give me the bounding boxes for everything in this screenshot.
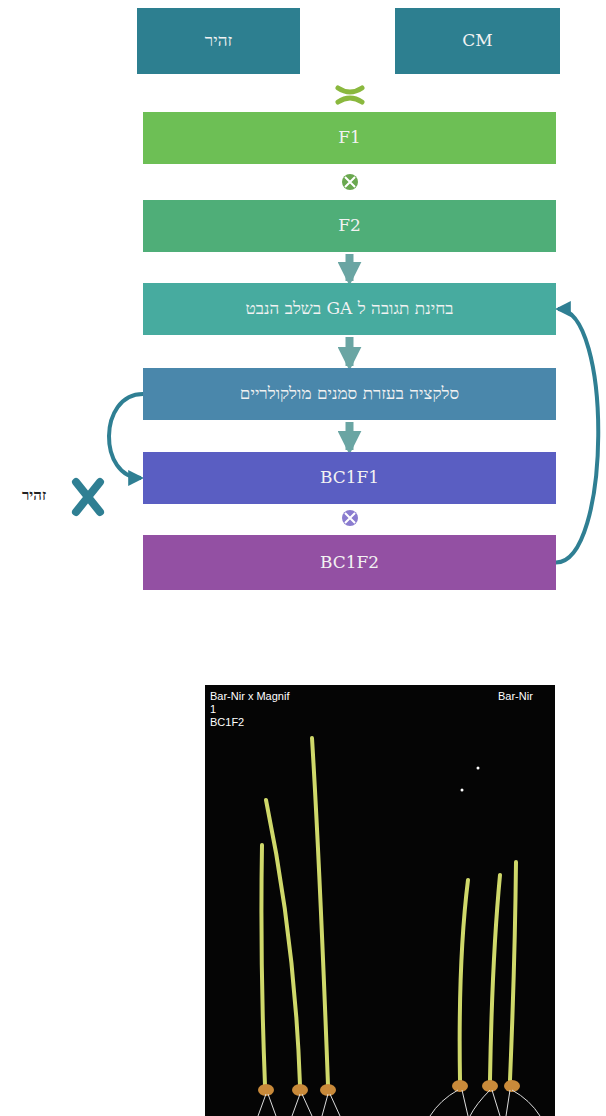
photo-label: Bar-Nir — [498, 690, 533, 702]
parent-box: CM — [395, 8, 560, 74]
generation-box: F1 — [143, 112, 556, 164]
box-text: F1 — [338, 127, 361, 148]
box-text: סלקציה בעזרת סמנים מולקולריים — [240, 383, 459, 404]
box-text: בחינת תגובה ל GA בשלב הנבט — [246, 298, 454, 319]
generation-box: BC1F1 — [143, 452, 556, 504]
backcross-symbol — [76, 482, 100, 512]
selfing-symbol — [342, 510, 358, 526]
box-text: CM — [462, 30, 492, 51]
box-text: זהיר — [205, 30, 232, 51]
generation-box: BC1F2 — [143, 535, 556, 590]
photo-label: 1 — [210, 703, 216, 715]
curved-arrow — [109, 394, 143, 478]
curved-arrow — [556, 309, 598, 563]
box-text: BC1F2 — [320, 552, 379, 573]
seedling-photo — [205, 685, 555, 1116]
cross-symbol — [338, 88, 362, 102]
flow-arrow — [346, 422, 354, 450]
flow-arrow — [346, 337, 354, 366]
process-box: בחינת תגובה ל GA בשלב הנבט — [143, 283, 556, 335]
photo-label: Bar-Nir x Magnif — [210, 690, 289, 702]
parent-box: זהיר — [137, 8, 300, 74]
flow-arrow — [346, 254, 354, 281]
cross-parent-label: זהיר — [22, 486, 46, 504]
photo-label: BC1F2 — [210, 716, 244, 728]
box-text: F2 — [338, 215, 361, 236]
generation-box: F2 — [143, 200, 556, 252]
selfing-symbol — [342, 174, 358, 190]
box-text: BC1F1 — [320, 467, 379, 488]
process-box: סלקציה בעזרת סמנים מולקולריים — [143, 368, 556, 420]
